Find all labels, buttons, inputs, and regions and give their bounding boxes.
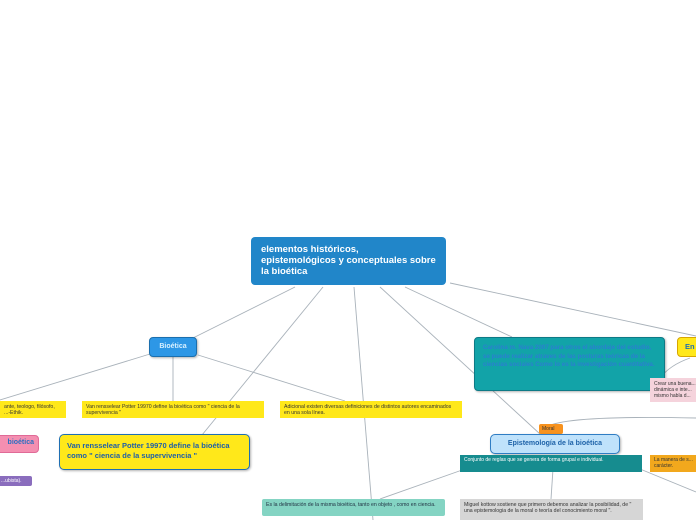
left-cut-note[interactable]: ante, teologo, filósofo, ...-Ethik.: [0, 401, 66, 418]
bioetica-pink-node[interactable]: bioética: [0, 435, 39, 453]
manera-note[interactable]: La manera de s... carácter.: [650, 455, 696, 472]
bioetica-node[interactable]: Bioética: [149, 337, 197, 357]
conjunto-note[interactable]: Conjunto de reglas que se genera de form…: [460, 455, 642, 472]
link-moral-right: [544, 417, 696, 429]
link-main-bioetica: [192, 286, 296, 339]
moral-tag[interactable]: Moral: [539, 424, 563, 434]
link-epi-delimitacion: [379, 468, 466, 500]
potter-title-node[interactable]: Van rensselear Potter 19970 define la bi…: [59, 434, 250, 470]
link-bioetica-adicional: [197, 354, 346, 402]
en-node[interactable]: En: [677, 337, 696, 357]
purple-note[interactable]: ...ubista).: [0, 476, 32, 486]
adicional-note[interactable]: Adicional existen diversas definiciones …: [280, 401, 462, 418]
link-main-epistemologia: [379, 286, 541, 435]
epistemologia-node[interactable]: Epistemología de la bioética: [490, 434, 620, 454]
link-epi-kottow: [550, 468, 554, 500]
delimitacion-note[interactable]: Es la delimitación de la misma bioética,…: [262, 499, 445, 516]
crear-note[interactable]: Crear una buena... dinámica e inte... mi…: [650, 378, 696, 402]
potter-note[interactable]: Van rensselear Potter 19970 define la bi…: [82, 401, 264, 418]
link-main-carolina: [404, 286, 513, 338]
link-bioetica-left: [0, 353, 151, 401]
carolina-node[interactable]: Carolina m. Nava 2007 para otros el abor…: [474, 337, 665, 391]
link-main-en: [449, 282, 696, 337]
link-epi-right: [639, 468, 696, 493]
kottow-note[interactable]: Miguel kottow sostiene que primero debem…: [460, 499, 643, 520]
main-topic-node[interactable]: elementos históricos, epistemológicos y …: [251, 237, 446, 285]
